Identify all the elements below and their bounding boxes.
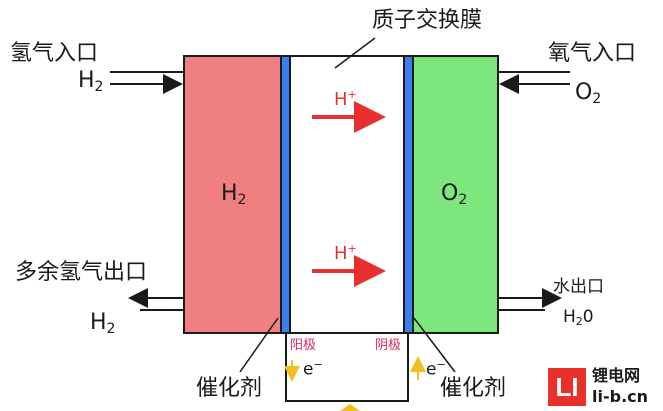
membrane-title: 质子交换膜	[372, 8, 483, 33]
catalyst-label-right: 催化剂	[440, 376, 507, 401]
catalyst-label-left: 催化剂	[196, 376, 263, 401]
site-logo-domain: li-b.cn	[592, 387, 649, 406]
electron-label-left: e−	[303, 358, 323, 380]
electron-label-right: e−	[426, 358, 446, 380]
oxygen-inlet-formula: O2	[575, 80, 602, 107]
membrane-pointer	[334, 37, 376, 69]
proton-label-bottom: H+	[334, 242, 357, 264]
hydrogen-inlet-label: 氢气入口	[10, 41, 99, 66]
water-outlet-label: 水出口	[553, 277, 604, 297]
catalyst-pointer-right	[413, 317, 456, 373]
hydrogen-chamber	[183, 55, 280, 334]
oxygen-chamber	[414, 55, 499, 334]
anode-label: 阳极	[290, 338, 317, 353]
hydrogen-chamber-label: H2	[221, 181, 247, 208]
right-outlet-pipe	[499, 288, 562, 311]
proton-label-top: H+	[334, 88, 357, 110]
anode-catalyst-layer	[280, 55, 291, 334]
right-inlet-pipe	[499, 71, 570, 94]
cell-frame	[183, 55, 499, 334]
oxygen-inlet-label: 氧气入口	[548, 41, 637, 66]
left-outlet-pipe	[128, 288, 183, 311]
water-outlet-formula: H20	[563, 307, 594, 328]
load-hint	[340, 404, 360, 411]
left-inlet-pipe	[110, 71, 183, 94]
site-logo-mark: LI	[548, 368, 586, 406]
excess-hydrogen-outlet-formula: H2	[90, 310, 116, 337]
catalyst-pointer-left	[239, 317, 279, 373]
cathode-catalyst-layer	[403, 55, 414, 334]
oxygen-chamber-label: O2	[441, 181, 468, 208]
excess-hydrogen-outlet-label: 多余氢气出口	[15, 260, 148, 285]
cathode-label: 阴极	[375, 338, 402, 353]
site-logo-name: 锂电网	[592, 366, 641, 385]
hydrogen-inlet-formula: H2	[78, 68, 104, 95]
